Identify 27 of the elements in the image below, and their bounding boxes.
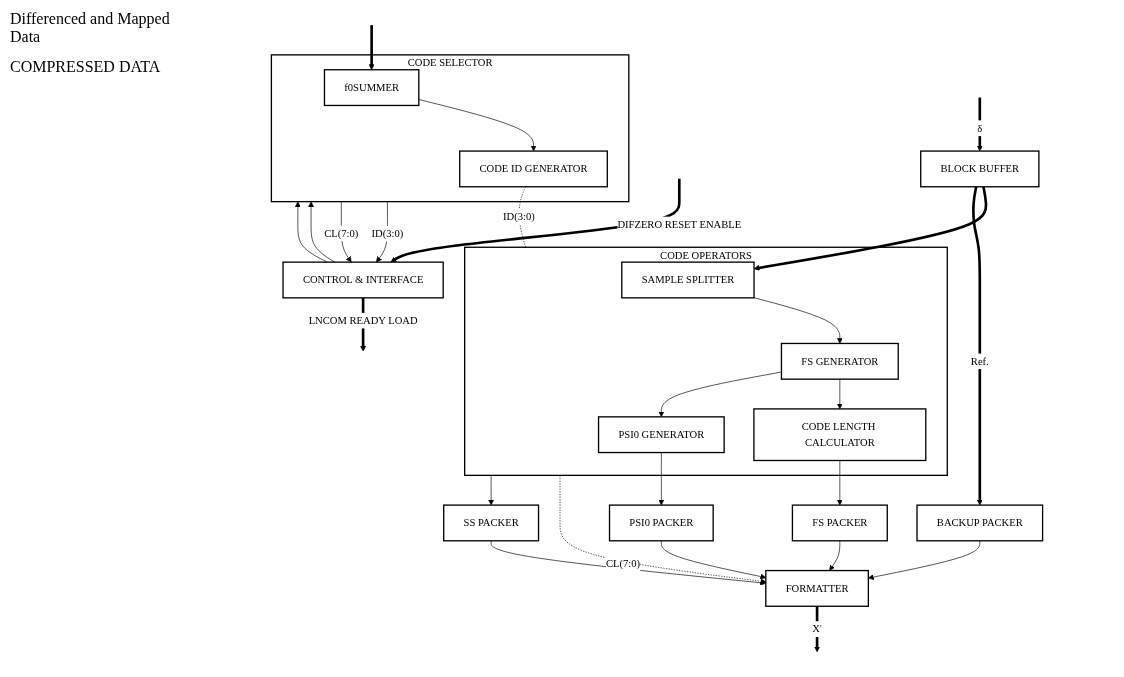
edge-label: X': [812, 623, 822, 635]
block-box: CONTROL & INTERFACE: [282, 261, 444, 299]
block-box: SAMPLE SPLITTER: [621, 261, 755, 299]
note-label: Differenced and Mapped Data: [10, 10, 171, 46]
block-box: FS GENERATOR: [780, 342, 899, 380]
edge-label: LNCOM READY LOAD: [308, 314, 418, 326]
block-box: f0SUMMER: [323, 69, 420, 107]
edge-label: δ: [977, 122, 983, 134]
edge-label: CL(7:0): [606, 557, 641, 569]
block-box: SS PACKER: [443, 504, 540, 542]
block-box: CODE ID GENERATOR: [459, 150, 608, 188]
edge-label: DIFZERO RESET ENABLE: [617, 218, 742, 230]
arrow: [976, 97, 983, 152]
arrow: [368, 25, 375, 70]
block-box: FS PACKER: [791, 504, 888, 542]
block-box: PSI0 GENERATOR: [597, 416, 725, 454]
edge-label: CL(7:0): [324, 227, 359, 239]
block-box: PSI0 PACKER: [608, 504, 714, 542]
edge-label: ID(3:0): [503, 210, 535, 223]
arrow: [972, 186, 983, 506]
block-box: BACKUP PACKER: [916, 504, 1044, 542]
note-label: COMPRESSED DATA: [10, 58, 162, 76]
block-box: CODE LENGTH CALCULATOR: [753, 408, 927, 462]
block-box: BLOCK BUFFER: [920, 150, 1040, 188]
edge-label: Ref.: [970, 355, 989, 367]
edge-label: ID(3:0): [371, 227, 404, 240]
block-box: FORMATTER: [765, 569, 869, 607]
